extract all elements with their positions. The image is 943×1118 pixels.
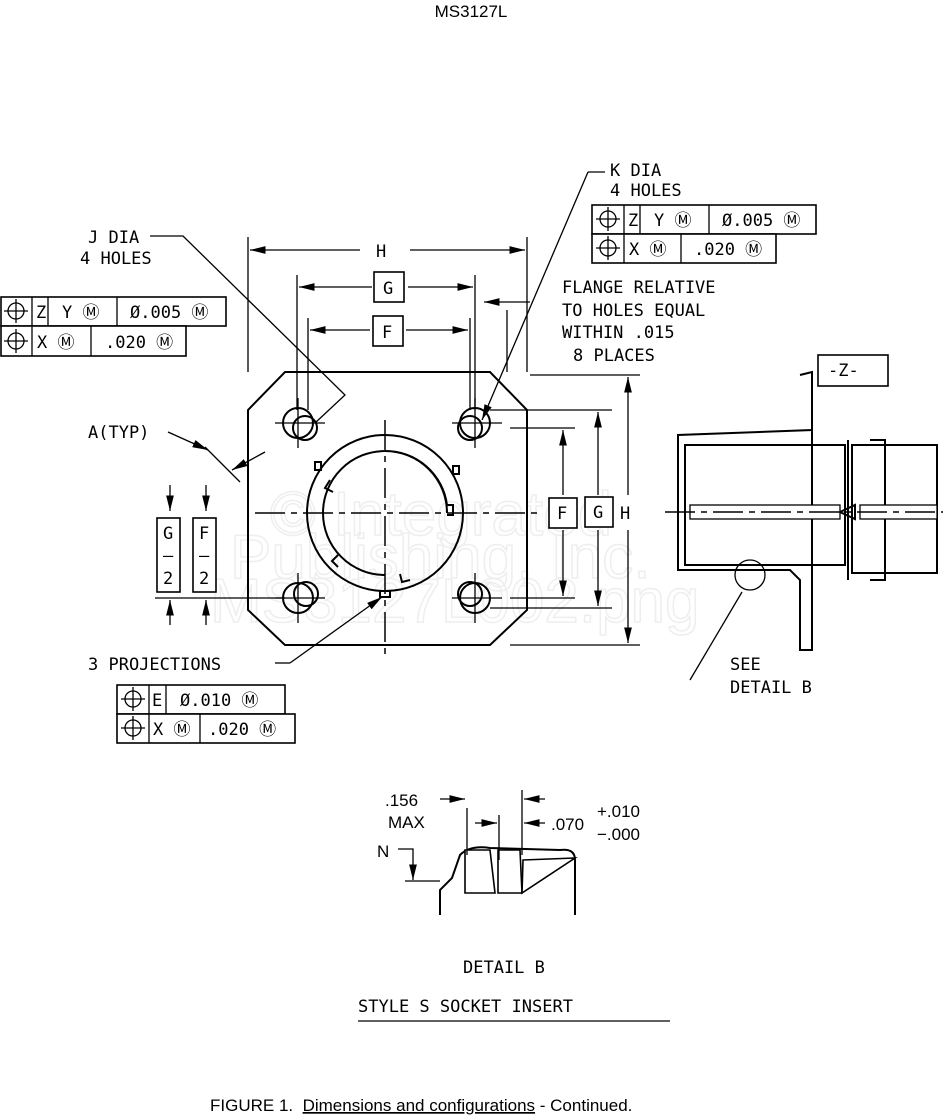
note-see: SEE	[730, 655, 761, 675]
dim-f-half-box	[192, 517, 217, 593]
detail-b-subtitle: STYLE S SOCKET INSERT	[358, 997, 573, 1017]
feature-control-frame-projections: E Ø.010 Ⓜ X Ⓜ .020 Ⓜ	[116, 684, 296, 744]
page-title: MS3127L	[435, 2, 508, 21]
note-flange-2: TO HOLES EQUAL	[562, 301, 705, 321]
detail-dim-070: .070	[551, 815, 584, 834]
dim-f-right-box	[548, 497, 578, 529]
detail-b-drawing	[398, 790, 578, 915]
svg-text:Ø.005 Ⓜ: Ø.005 Ⓜ	[130, 303, 208, 323]
datum-z-label: -Z-	[828, 361, 859, 381]
note-projections: 3 PROJECTIONS	[88, 655, 221, 675]
svg-text:Z: Z	[628, 211, 638, 231]
svg-text:MS3127L002.png: MS3127L002.png	[210, 567, 700, 636]
dim-g-right-label: G	[593, 503, 603, 523]
svg-text:.020 Ⓜ: .020 Ⓜ	[694, 240, 762, 260]
position-icon	[4, 299, 28, 353]
dim-f-box	[372, 315, 404, 347]
note-j-holes: 4 HOLES	[80, 249, 152, 269]
detail-dim-156: .156	[385, 791, 418, 810]
note-k-holes: 4 HOLES	[610, 181, 682, 201]
detail-b-caption: DETAIL B	[463, 958, 545, 978]
svg-text:.020 Ⓜ: .020 Ⓜ	[105, 333, 173, 353]
dim-f-half-bar: –	[199, 546, 210, 566]
figure-caption-link[interactable]: Dimensions and configurations	[303, 1096, 535, 1115]
svg-text:X Ⓜ: X Ⓜ	[153, 720, 190, 740]
feature-control-frame-k: Z Y Ⓜ Ø.005 Ⓜ X Ⓜ .020 Ⓜ	[591, 204, 817, 264]
position-icon	[121, 687, 145, 740]
dim-g-box	[373, 271, 405, 303]
svg-text:Y Ⓜ: Y Ⓜ	[654, 211, 691, 231]
svg-text:Ø.005 Ⓜ: Ø.005 Ⓜ	[722, 211, 800, 231]
note-a-typ: A(TYP)	[88, 423, 149, 443]
note-flange-3: WITHIN .015	[562, 323, 675, 343]
dim-g-right-box	[584, 496, 614, 528]
mounting-holes	[275, 398, 502, 623]
detail-dim-max: MAX	[388, 813, 425, 832]
note-j-dia: J DIA	[88, 228, 139, 248]
note-flange-1: FLANGE RELATIVE	[562, 278, 716, 298]
dim-h-label: H	[376, 242, 386, 262]
note-flange-4: 8 PLACES	[573, 346, 655, 366]
connector-side-view	[665, 370, 943, 651]
dim-g-half-box	[156, 517, 181, 593]
note-k-dia: K DIA	[610, 161, 661, 181]
svg-text:Y Ⓜ: Y Ⓜ	[62, 303, 99, 323]
watermark: © Integrated Publishing, Inc. MS3127L002…	[209, 479, 700, 637]
svg-text:Ø.010 Ⓜ: Ø.010 Ⓜ	[180, 691, 258, 711]
dim-g-half-bar: –	[163, 546, 174, 566]
svg-text:Publishing, Inc.: Publishing, Inc.	[230, 523, 650, 592]
dim-f-half-divisor: 2	[199, 569, 209, 589]
dim-g-half-label: G	[163, 524, 173, 544]
dim-h-right-label: H	[620, 504, 630, 524]
position-icon	[596, 207, 620, 260]
dim-f-label: F	[382, 323, 392, 343]
feature-control-frame-j: Z Y Ⓜ Ø.005 Ⓜ X Ⓜ .020 Ⓜ	[0, 296, 227, 357]
figure-caption: FIGURE 1. Dimensions and configurations …	[210, 1096, 632, 1115]
detail-n: N	[377, 842, 389, 861]
datum-z-box	[817, 354, 889, 387]
dimension-lines	[155, 237, 640, 646]
dim-g-half-divisor: 2	[163, 569, 173, 589]
note-detail-b: DETAIL B	[730, 678, 812, 698]
flange-front-view	[247, 371, 540, 660]
svg-text:Z: Z	[36, 303, 46, 323]
dim-g-label: G	[383, 279, 393, 299]
svg-text:X Ⓜ: X Ⓜ	[629, 240, 666, 260]
dim-f-half-label: F	[199, 524, 209, 544]
detail-tol-plus: +.010	[597, 802, 640, 821]
svg-text:.020 Ⓜ: .020 Ⓜ	[208, 720, 276, 740]
dim-f-right-label: F	[557, 504, 567, 524]
svg-text:E: E	[152, 691, 162, 711]
svg-text:X Ⓜ: X Ⓜ	[37, 333, 74, 353]
detail-tol-minus: −.000	[597, 825, 640, 844]
